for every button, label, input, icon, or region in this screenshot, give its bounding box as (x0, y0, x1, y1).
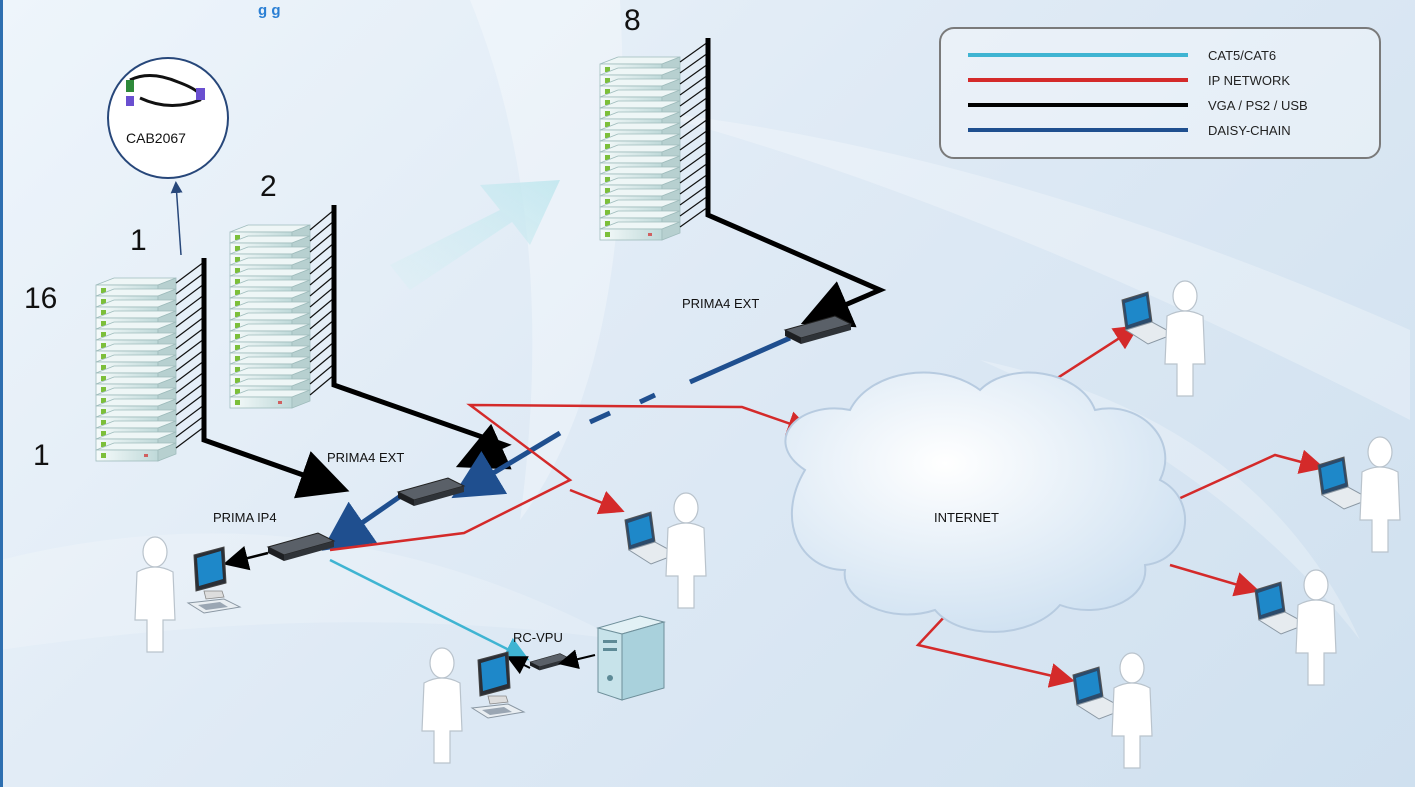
header-title-fragment: g g (258, 2, 281, 19)
server-rack-1 (95, 261, 205, 462)
rack-1-bottom-number: 1 (33, 439, 50, 472)
prima4-ext-mid-label: PRIMA4 EXT (327, 450, 404, 465)
rack-1-port-count: 16 (24, 282, 57, 315)
rc-vpu-monitor-cable (506, 656, 531, 675)
remote-user-3 (1254, 569, 1337, 686)
kvm-switch-icon (397, 477, 465, 507)
pc-cable (558, 649, 596, 669)
remote-user-2 (1317, 436, 1401, 553)
legend-label: VGA / PS2 / USB (1208, 98, 1308, 113)
legend-label: IP NETWORK (1208, 73, 1290, 88)
server-rack-2 (229, 209, 335, 409)
cloud-icon: INTERNET (784, 371, 1186, 633)
cat5-line (329, 558, 530, 661)
prima-ip4-label: PRIMA IP4 (213, 510, 277, 525)
cable-icon (107, 57, 229, 179)
remote-user-5 (624, 492, 707, 609)
remote-user-4 (1072, 652, 1153, 769)
rack-2-number: 2 (260, 170, 277, 203)
frame-left-border (0, 0, 3, 787)
pc-tower-icon (596, 615, 666, 701)
cable-label: CAB2067 (126, 130, 186, 146)
rc-vpu-label: RC-VPU (513, 630, 563, 645)
legend: CAT5/CAT6 IP NETWORK VGA / PS2 / USB DAI… (939, 27, 1381, 159)
user-icon (421, 647, 463, 764)
direction-arrow-icon (390, 180, 560, 290)
legend-label: CAT5/CAT6 (1208, 48, 1276, 63)
rack-8-number: 8 (624, 4, 641, 37)
server-rack-8 (599, 41, 709, 241)
user-icon (1359, 436, 1401, 553)
cable-callout: CAB2067 (107, 57, 229, 256)
daisy-chain-cables (321, 335, 792, 551)
rack-1-top-number: 1 (130, 224, 147, 257)
console-cable (223, 546, 269, 571)
internet-label: INTERNET (934, 510, 999, 525)
user-icon (1111, 652, 1153, 769)
kvm-switch-icon (784, 315, 852, 345)
prima4-ext-top-label: PRIMA4 EXT (682, 296, 759, 311)
user-icon (665, 492, 707, 609)
legend-label: DAISY-CHAIN (1208, 123, 1291, 138)
